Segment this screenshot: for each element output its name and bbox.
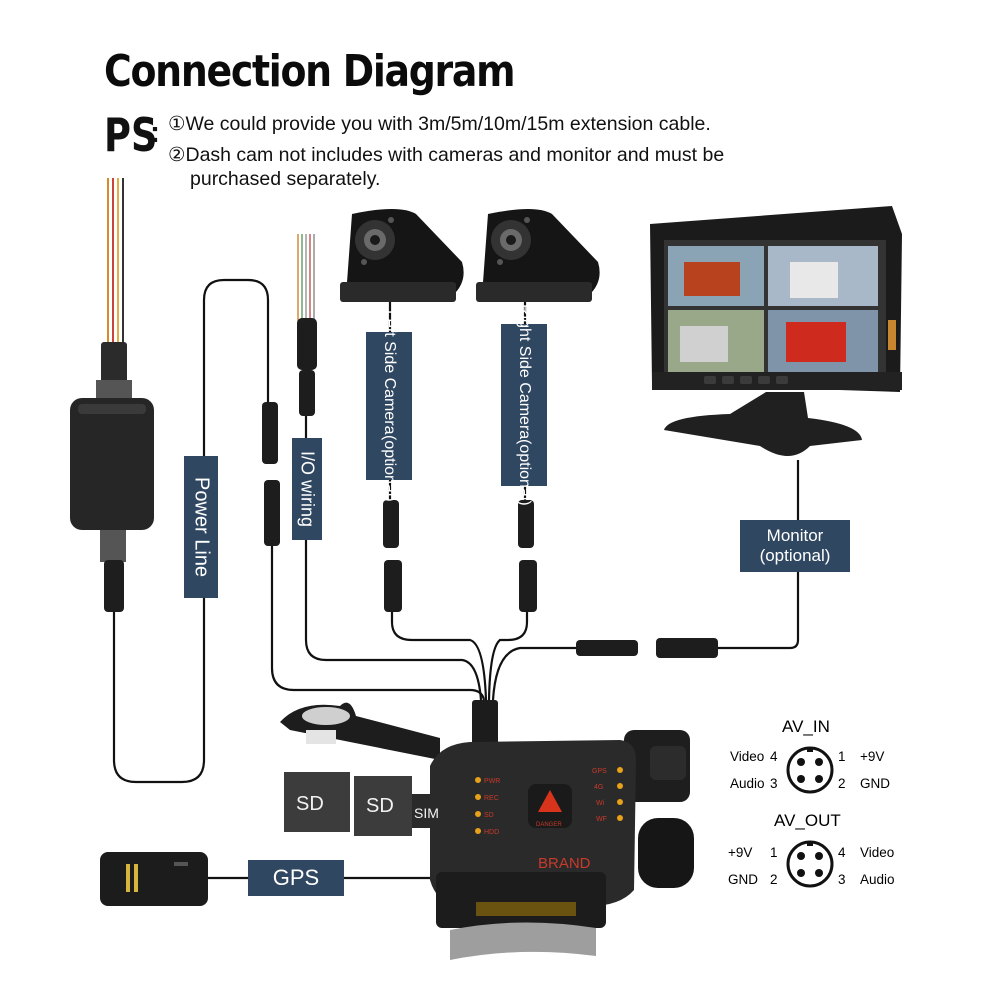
gps-label: GPS [248,860,344,896]
monitor-ext-cable [491,646,578,701]
av-in-pinout: AV_IN Video 4 Audio 3 1 +9V 2 GND [730,717,890,794]
av-in-pin-number: 4 [770,749,778,764]
io-wiring-cable [304,414,483,701]
monitor-label-line2: (optional) [759,546,831,565]
av-out-pin-number: 1 [770,845,778,860]
av-in-pin-name: GND [860,776,890,791]
left-side-camera [340,209,464,302]
left-camera-connector-bottom [384,560,402,612]
av-out-pin-name: Audio [860,872,895,887]
av-out-pinout: AV_OUT +9V 1 GND 2 4 Video 3 Audio [728,811,895,888]
io-wires [297,234,315,322]
note-extension-cable: ①We could provide you with 3m/5m/10m/15m… [168,113,711,135]
leds-left: PWR REC SD HDD [475,777,500,836]
sd-card-1 [284,772,350,832]
right-camera-connector-top [518,500,534,548]
led-label: SD [484,812,494,819]
monitor-connector-right [656,638,718,658]
led-label: HDD [484,829,499,836]
led-label: WF [596,816,607,823]
io-connector-bottom [299,370,315,416]
left-camera-ext-cable [390,610,488,701]
monitor-connector-left [576,640,638,656]
left-camera-label: Left Side Camera (optional) [366,310,412,502]
right-side-camera [476,209,600,302]
led-label: GPS [592,768,607,775]
sd-card-2-label: SD [366,795,394,817]
right-camera-label-line1: Right Side Camera [516,304,533,440]
page-title: Connection Diagram [104,46,516,97]
right-camera-connector-bottom [519,560,537,612]
note-purchased-separately: purchased separately. [190,168,381,190]
note-cameras-not-included: ②Dash cam not includes with cameras and … [168,144,725,166]
power-line-label: Power Line [184,456,218,598]
sd-card-2 [354,776,412,836]
av-in-pin-name: Audio [730,776,765,791]
left-camera-label-line2: (optional) [381,434,398,502]
av-out-pin-name: +9V [728,845,752,860]
av-in-pin-name: +9V [860,749,884,764]
io-connector-top [297,318,317,370]
right-camera-label: Right Side Camera (optional) [501,304,547,506]
power-connector-bottom [264,480,280,546]
ps-colon: : [150,116,160,149]
power-wires-top [107,178,124,350]
power-box [70,178,154,612]
power-line-label-text: Power Line [190,476,213,578]
connectors [262,234,718,658]
led-label: PWR [484,778,500,785]
dash-cam-device [280,700,694,960]
led-label: 4G [594,784,603,791]
monitor-label: Monitor (optional) [740,520,850,572]
brand-label: BRAND [538,855,591,872]
right-camera-ext-cable [487,610,529,701]
left-camera-label-line1: Left Side Camera [381,310,398,435]
power-connector-top [262,402,278,464]
led-label: REC [484,795,499,802]
left-camera-connector-top [383,500,399,548]
monitor-label-line1: Monitor [766,526,824,545]
av-in-pin-number: 1 [838,749,846,764]
gps-module [100,852,208,906]
monitor [650,206,902,456]
ps-label: PS [104,108,158,162]
av-out-pin-name: Video [860,845,894,860]
av-in-pin-name: Video [730,749,764,764]
power-to-device-cable [270,546,486,701]
leds-right: GPS 4G Wi WF [592,767,623,823]
av-in-pin-number: 3 [770,776,778,791]
right-camera-label-line2: (optional) [516,439,533,506]
av-out-pin-number: 3 [838,872,846,887]
device-texts: SD SD SIM BRAND DANGER PWR REC SD HDD GP… [284,767,623,872]
av-in-title: AV_IN [782,717,830,736]
danger-label: DANGER [536,822,562,828]
led-label: Wi [596,800,605,807]
io-wiring-label-text: I/O wiring [297,450,318,528]
av-out-title: AV_OUT [774,811,841,830]
av-out-pin-number: 2 [770,872,778,887]
av-in-pin-number: 2 [838,776,846,791]
sd-card-1-label: SD [296,793,324,815]
sim-card [412,794,442,828]
io-wiring-label: I/O wiring [292,438,322,540]
sim-card-label: SIM [414,805,439,821]
av-out-pin-name: GND [728,872,758,887]
av-out-pin-number: 4 [838,845,846,860]
monitor-cable [716,460,800,650]
